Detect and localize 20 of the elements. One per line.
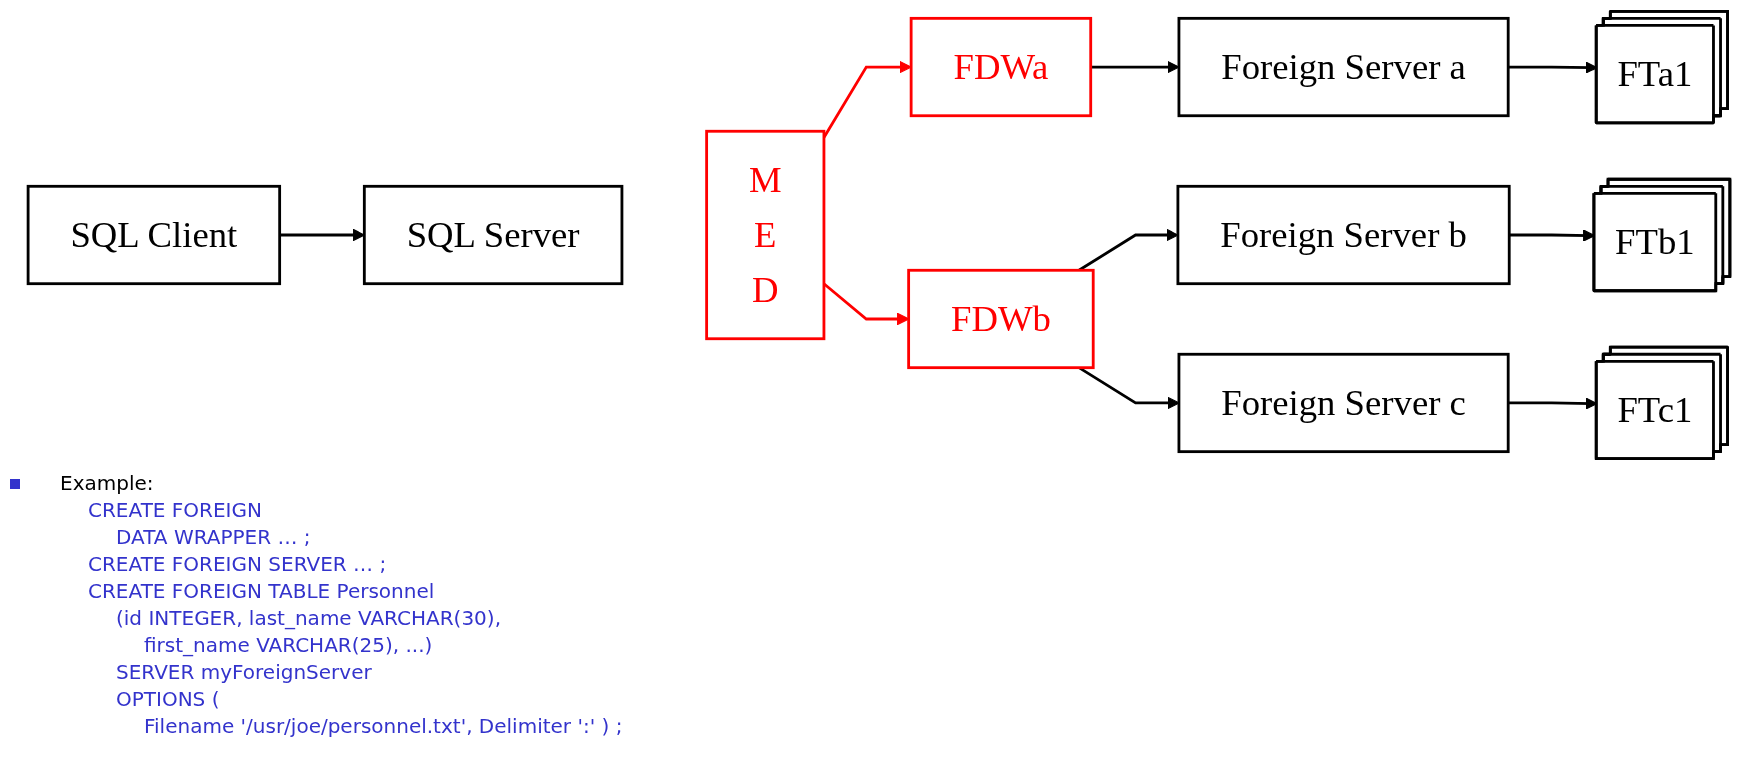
code-line: CREATE FOREIGN TABLE Personnel bbox=[87, 578, 436, 605]
node-box: FDWa bbox=[909, 16, 1093, 118]
node-box: SQL Client bbox=[26, 184, 282, 286]
node-box: MED bbox=[705, 129, 826, 341]
node-box: Foreign Server b bbox=[1176, 184, 1511, 286]
code-line: CREATE FOREIGN bbox=[87, 497, 263, 524]
heading-text: Example: bbox=[60, 470, 154, 497]
code-line: first_name VARCHAR(25), ...) bbox=[143, 632, 434, 659]
code-line: DATA WRAPPER … ; bbox=[115, 524, 312, 551]
code-line: (id INTEGER, last_name VARCHAR(30), bbox=[115, 605, 502, 632]
code-line: Filename '/usr/joe/personnel.txt', Delimiter ':' ) ; bbox=[143, 713, 623, 740]
code-line: OPTIONS ( bbox=[115, 686, 221, 713]
arrow bbox=[822, 60, 912, 139]
node-box: Foreign Server c bbox=[1177, 352, 1510, 454]
node-box: FDWb bbox=[907, 268, 1095, 370]
code-line: SERVER myForeignServer bbox=[115, 659, 373, 686]
code-line: CREATE FOREIGN SERVER … ; bbox=[87, 551, 388, 578]
node-box: SQL Server bbox=[362, 184, 624, 286]
arrow bbox=[279, 228, 365, 242]
node-box: Foreign Server a bbox=[1177, 16, 1510, 118]
